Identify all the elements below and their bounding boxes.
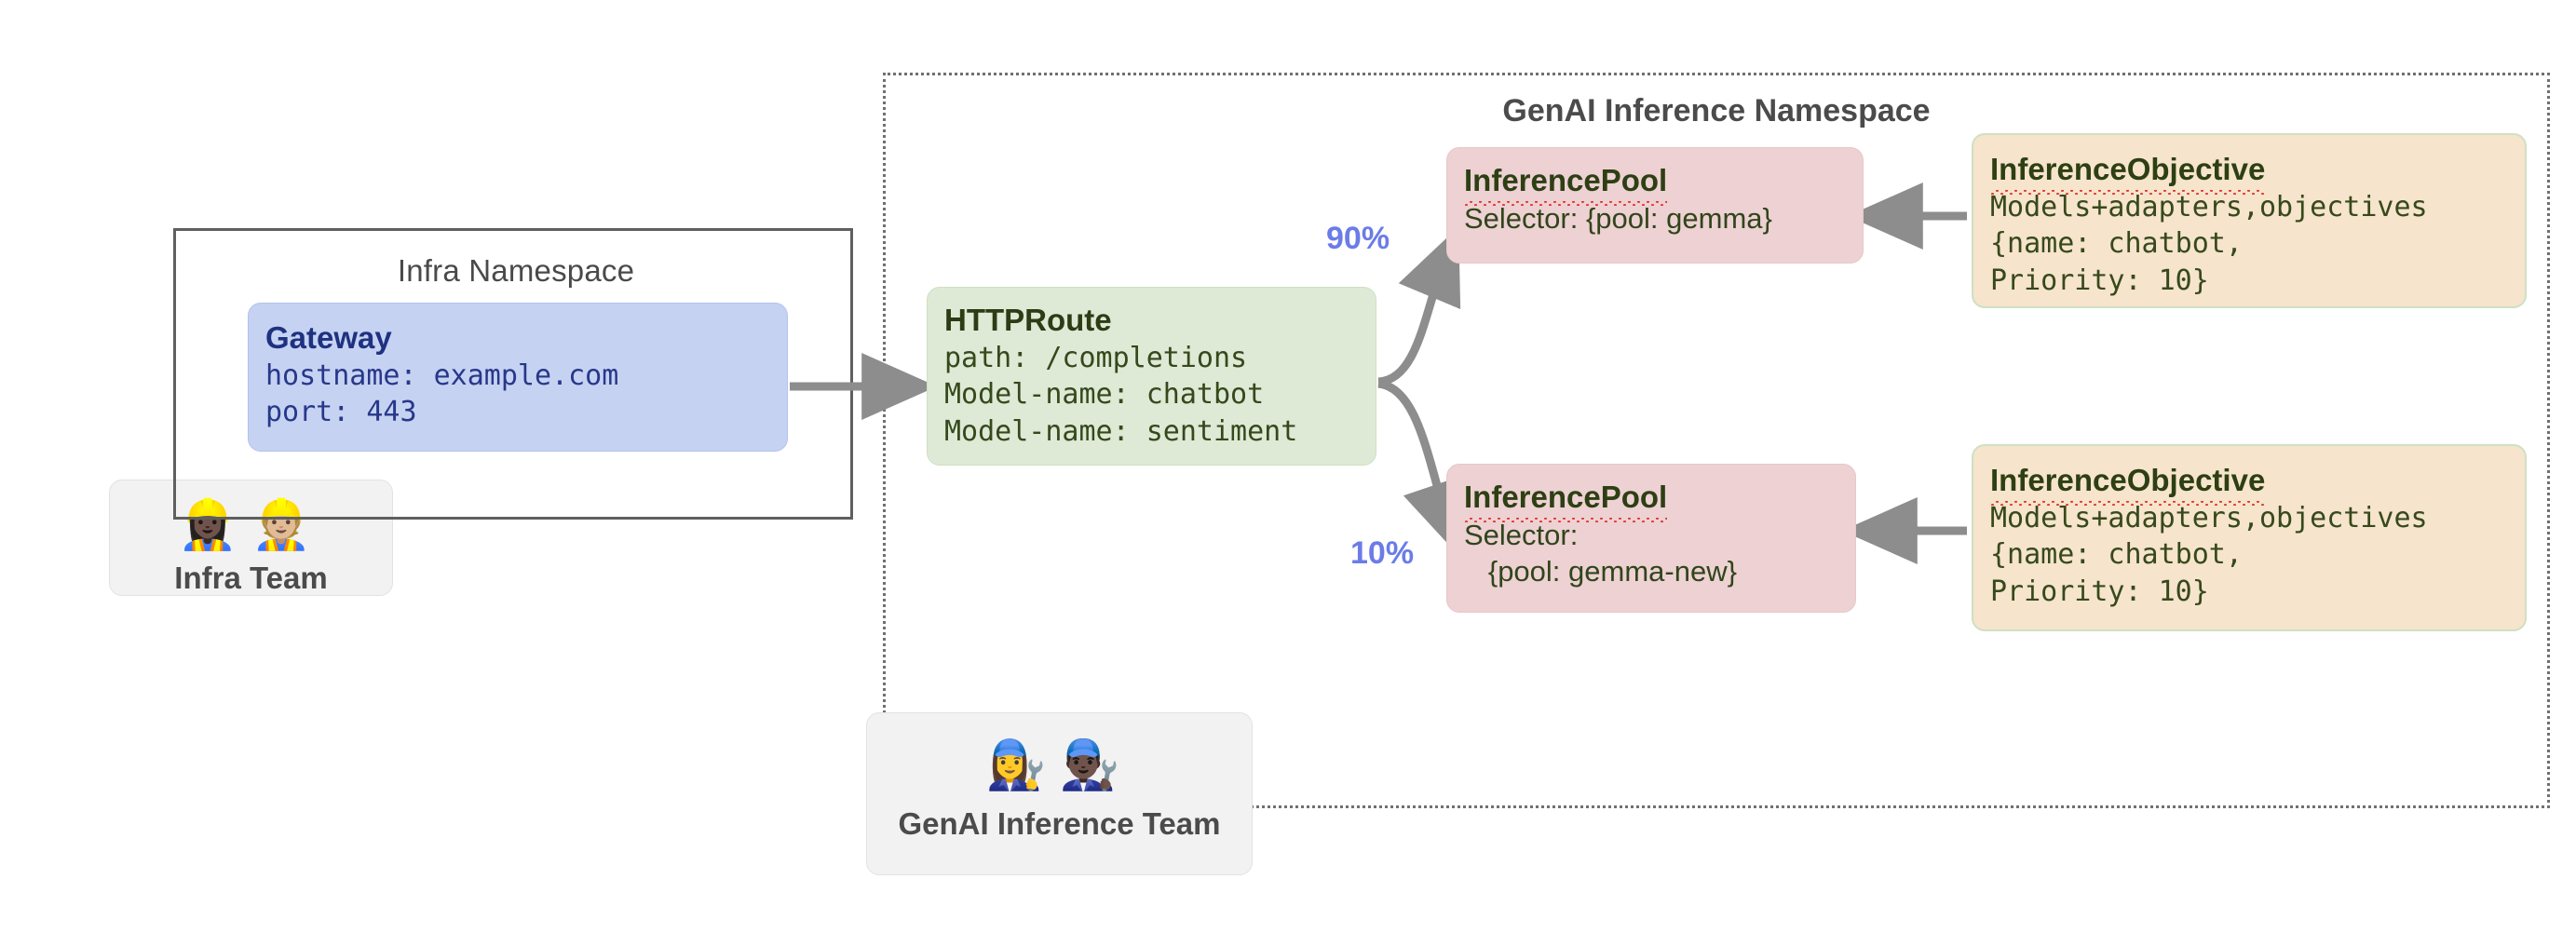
infra-team-card[interactable]: 👷🏿‍♀️👷🏼 Infra Team: [109, 480, 393, 596]
inferenceobjective-title-text: InferenceObjective: [1990, 150, 2266, 195]
traffic-split-canary-label: 10%: [1350, 535, 1415, 571]
inferencepool-selector: Selector: {pool: gemma}: [1464, 201, 1772, 235]
genai-inference-namespace-container: [883, 73, 2550, 808]
inferencepool-title-text: InferencePool: [1464, 161, 1668, 206]
gateway-port: port: 443: [265, 396, 417, 429]
inferenceobjective-name-line: {name: chatbot,: [1990, 538, 2243, 572]
httproute-model-name-chatbot: Model-name: chatbot: [944, 378, 1265, 412]
inferencepool-title: InferencePool: [1464, 478, 1838, 522]
genai-inference-team-card[interactable]: 👩‍🔧👨🏿‍🔧 GenAI Inference Team: [866, 712, 1253, 875]
httproute-path: path: /completions: [944, 341, 1248, 374]
construction-worker-emoji: 👷🏿‍♀️👷🏼: [177, 498, 325, 552]
inferencepool-box-gemma-new[interactable]: InferencePool Selector: {pool: gemma-new…: [1446, 464, 1856, 613]
inferenceobjective-box-primary[interactable]: InferenceObjective Models+adapters,objec…: [1972, 133, 2527, 308]
genai-inference-namespace-label: GenAI Inference Namespace: [1502, 93, 1931, 128]
gateway-title: Gateway: [265, 320, 392, 355]
inferenceobjective-title: InferenceObjective: [1990, 461, 2508, 506]
inferencepool-selector-line1: Selector:: [1464, 518, 1579, 551]
genai-inference-team-label: GenAI Inference Team: [898, 806, 1221, 841]
inferenceobjective-models-line: Models+adapters,objectives: [1990, 501, 2428, 534]
inferenceobjective-title: InferenceObjective: [1990, 150, 2508, 195]
httproute-box[interactable]: HTTPRoute path: /completions Model-name:…: [927, 287, 1376, 466]
inferenceobjective-box-canary[interactable]: InferenceObjective Models+adapters,objec…: [1972, 444, 2527, 631]
gateway-hostname: hostname: example.com: [265, 358, 619, 392]
inferenceobjective-priority-line: Priority: 10}: [1990, 264, 2209, 297]
inferenceobjective-models-line: Models+adapters,objectives: [1990, 190, 2428, 223]
inferencepool-selector-line2: {pool: gemma-new}: [1464, 555, 1737, 588]
inferencepool-title: InferencePool: [1464, 161, 1846, 206]
infra-namespace-container: Infra Namespace: [173, 228, 853, 520]
traffic-split-primary-label: 90%: [1326, 221, 1390, 256]
inferencepool-title-text: InferencePool: [1464, 478, 1668, 522]
infra-team-label: Infra Team: [174, 561, 328, 595]
mechanic-emoji: 👩‍🔧👨🏿‍🔧: [985, 738, 1133, 792]
httproute-title: HTTPRoute: [944, 303, 1112, 337]
infra-namespace-label: Infra Namespace: [397, 253, 635, 288]
inferencepool-box-gemma[interactable]: InferencePool Selector: {pool: gemma}: [1446, 147, 1864, 264]
inferenceobjective-title-text: InferenceObjective: [1990, 461, 2266, 506]
httproute-model-name-sentiment: Model-name: sentiment: [944, 414, 1298, 448]
inferenceobjective-name-line: {name: chatbot,: [1990, 227, 2243, 261]
inferenceobjective-priority-line: Priority: 10}: [1990, 575, 2209, 608]
gateway-box[interactable]: Gateway hostname: example.com port: 443: [248, 303, 788, 452]
